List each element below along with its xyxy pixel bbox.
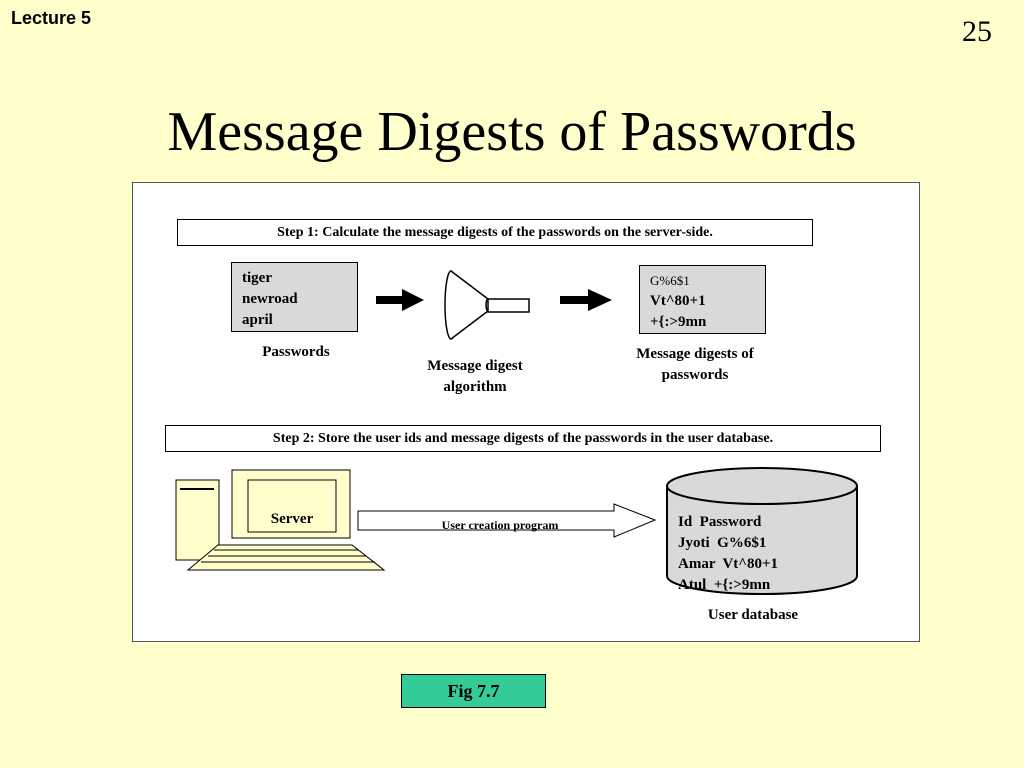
database-icon: [666, 467, 858, 595]
password-item: tiger: [242, 270, 272, 286]
step2-caption: Step 2: Store the user ids and message d…: [165, 425, 881, 452]
password-item: april: [242, 312, 273, 328]
slide-title: Message Digests of Passwords: [167, 101, 857, 163]
db-row: Id Password: [678, 514, 762, 530]
db-table: Id Password Jyoti G%6$1 Amar Vt^80+1 Atu…: [678, 512, 778, 596]
password-item: newroad: [242, 291, 298, 307]
digest-item: Vt^80+1: [650, 293, 706, 309]
slide-number: 25: [962, 15, 992, 48]
funnel-icon: [444, 270, 530, 340]
arrow-right-icon: [376, 289, 424, 311]
db-row: Jyoti G%6$1: [678, 535, 767, 551]
server-label: Server: [270, 511, 314, 527]
digest-item: G%6$1: [650, 273, 690, 288]
passwords-label: Passwords: [262, 344, 330, 360]
db-row: Amar Vt^80+1: [678, 556, 779, 572]
process-arrow-icon: [357, 503, 657, 538]
passwords-box: tiger newroad april: [231, 262, 358, 332]
digests-label: Message digests of passwords: [610, 344, 780, 386]
lecture-label: Lecture 5: [11, 8, 92, 28]
step1-caption: Step 1: Calculate the message digests of…: [177, 219, 813, 246]
digests-label-line: Message digests of: [636, 346, 754, 362]
digests-label-line: passwords: [661, 367, 729, 383]
digest-item: +{:>9mn: [650, 314, 707, 330]
algorithm-label-line: algorithm: [443, 379, 507, 395]
algorithm-label-line: Message digest: [427, 358, 523, 374]
db-row: Atul +{:>9mn: [678, 577, 771, 593]
arrow-right-icon: [560, 289, 612, 311]
figure-caption: Fig 7.7: [401, 674, 546, 708]
program-label: User creation program: [441, 518, 559, 532]
computer-icon: [175, 469, 386, 571]
digests-box: G%6$1 Vt^80+1 +{:>9mn: [639, 265, 766, 334]
db-label: User database: [707, 607, 799, 623]
algorithm-label: Message digest algorithm: [400, 356, 550, 398]
